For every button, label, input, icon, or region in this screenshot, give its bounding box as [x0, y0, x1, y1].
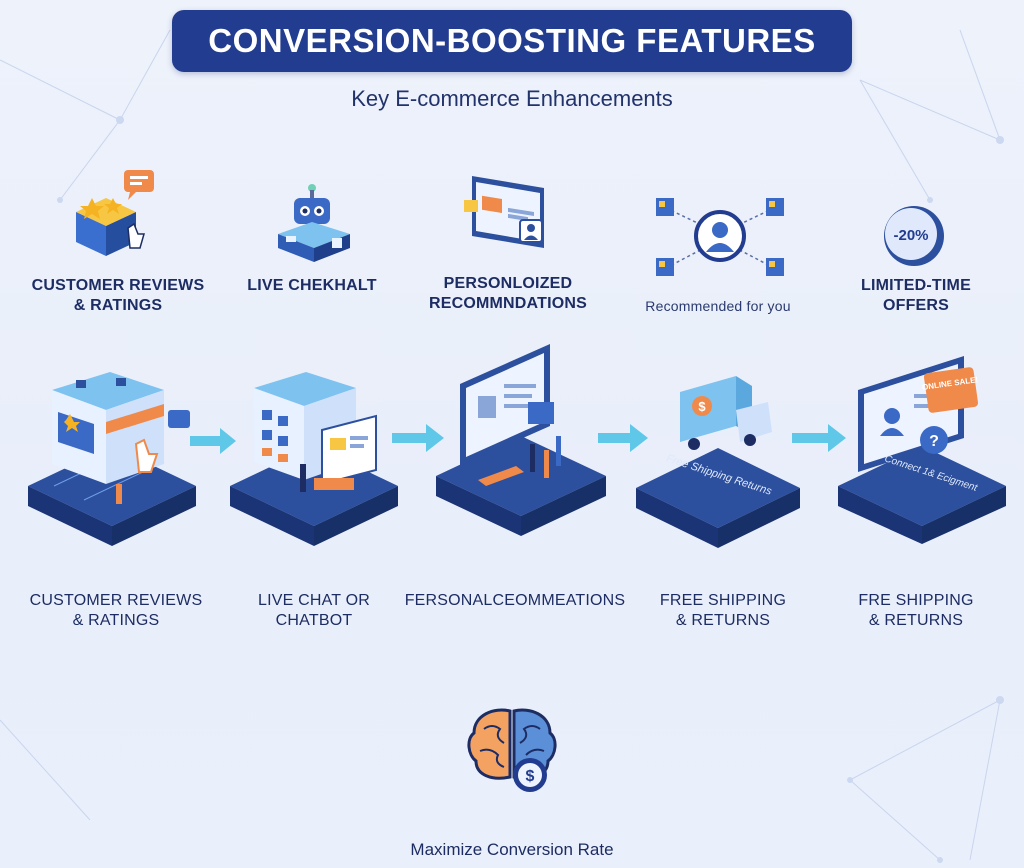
- top-label-recommended: Recommended for you: [645, 298, 791, 314]
- top-label-reviews: CUSTOMER REVIEWS& RATINGS: [31, 277, 205, 314]
- page-title: CONVERSION-BOOSTING FEATURES: [208, 22, 816, 59]
- svg-text:?: ?: [929, 433, 939, 450]
- bottom-label-reviews: CUSTOMER REVIEWS& RATINGS: [29, 592, 203, 629]
- discount-badge-icon: -20%: [884, 206, 944, 266]
- network-user-icon: [656, 198, 784, 276]
- footer-text: Maximize Conversion Rate: [410, 840, 614, 859]
- title-banner: CONVERSION-BOOSTING FEATURES: [172, 10, 852, 72]
- robot-chat-icon: [278, 184, 350, 262]
- brain-dollar-icon: $: [467, 708, 557, 792]
- platform-offers: ONLINE SALE! ? Connect 1& Ecigment: [838, 356, 1006, 544]
- page-subtitle: Key E-commerce Enhancements: [351, 86, 673, 111]
- platform-personalized: [436, 344, 606, 536]
- svg-text:$: $: [526, 768, 535, 785]
- platform-live-chat: [230, 372, 398, 546]
- svg-text:$: $: [698, 399, 706, 414]
- flow-arrow-3: [598, 424, 648, 452]
- platform-reviews: [28, 372, 196, 546]
- bottom-label-free-shipping: FREE SHIPPING& RETURNS: [659, 592, 787, 629]
- flow-arrow-1: [190, 428, 236, 454]
- svg-text:-20%: -20%: [893, 227, 928, 244]
- top-label-live-chat: LIVE CHEKHALT: [247, 277, 377, 294]
- bottom-label-personalized: FERSONALCEOMMEATIONS: [404, 592, 626, 609]
- flow-arrow-2: [392, 424, 444, 452]
- bottom-label-fre-shipping: FRE SHIPPING& RETURNS: [858, 592, 974, 629]
- flow-arrow-4: [792, 424, 846, 452]
- platform-free-shipping: $ Free Shipping Returns: [636, 376, 800, 548]
- recommendation-screen-icon: [464, 176, 544, 248]
- reviews-box-icon: [76, 170, 154, 256]
